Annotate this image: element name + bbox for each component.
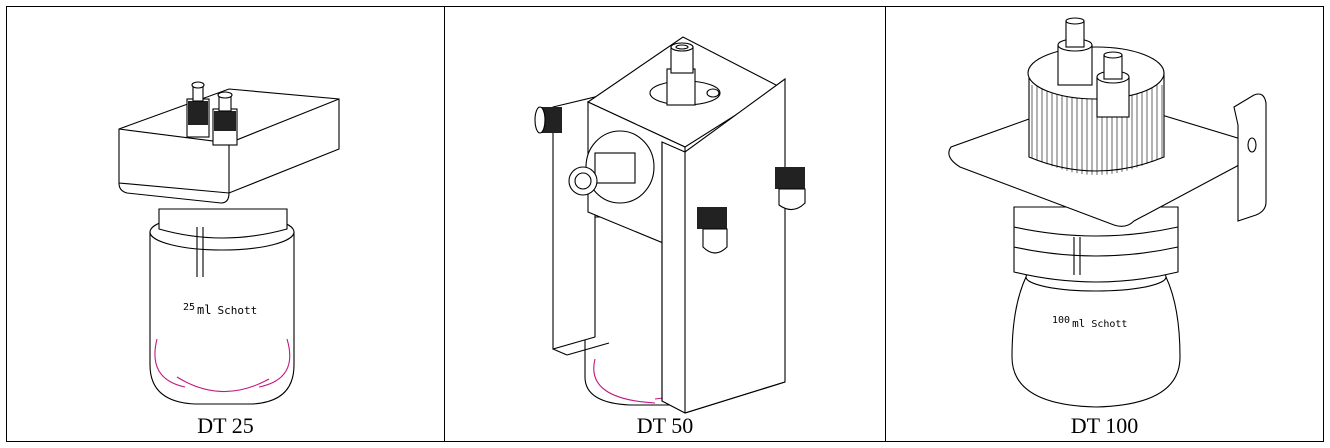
caption-dt25: DT 25 — [197, 413, 254, 438]
dt25-label-brand: Schott — [218, 304, 258, 317]
caption-dt50: DT 50 — [636, 413, 694, 438]
dt25-label-unit: ml — [197, 303, 211, 317]
dt25-label-number: 25 — [183, 302, 195, 313]
dt50-vessel-drawing — [534, 36, 806, 414]
caption-dt100: DT 100 — [1070, 413, 1139, 438]
dt100-label-unit: ml — [1072, 317, 1085, 330]
dt100-label-number: 100 — [1052, 315, 1070, 326]
dt100-label-brand: Schott — [1091, 319, 1127, 330]
panel-dt50: DT 50 — [444, 7, 885, 441]
cap-knurling — [1031, 85, 1163, 175]
